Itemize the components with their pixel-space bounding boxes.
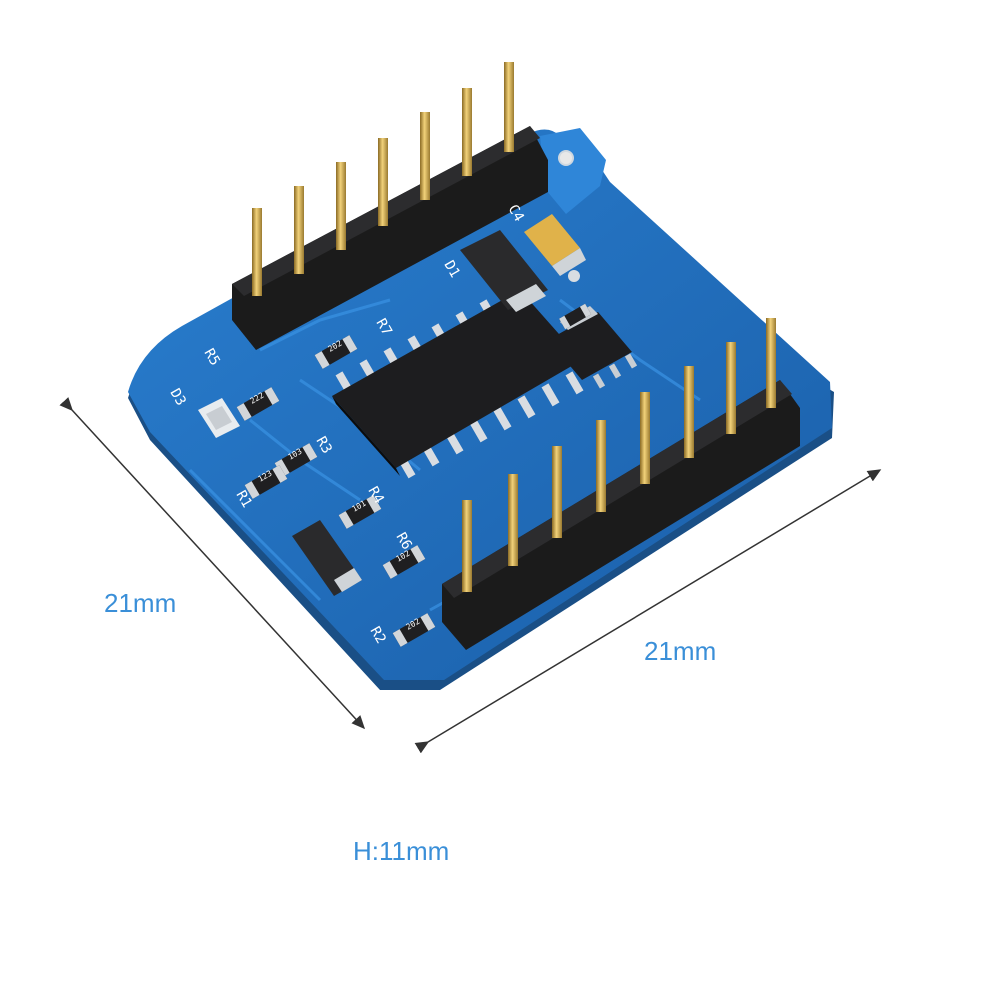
label-d3: D3 — [167, 386, 189, 409]
ic-chip — [332, 287, 584, 479]
label-r3: R3 — [313, 434, 335, 457]
label-r2: R2 — [367, 624, 389, 647]
dimension-label-height: H:11mm — [353, 836, 450, 866]
diode-d1 — [460, 230, 548, 312]
label-r7: R7 — [373, 316, 395, 339]
label-r6: R6 — [393, 530, 415, 553]
label-d1: D1 — [441, 258, 463, 281]
pcb-tab — [540, 128, 606, 214]
pin-header-top — [232, 62, 548, 350]
label-r5: R5 — [201, 346, 223, 369]
diode-d2 — [292, 520, 362, 596]
led-d3 — [198, 398, 240, 438]
dimension-label-left: 21mm — [104, 588, 177, 618]
header-pins-top — [252, 62, 514, 296]
smd-resistors — [236, 303, 592, 647]
silkscreen-labels: D3 R5 R7 D1 C4 R3 R1 R4 R6 R2 — [167, 202, 527, 647]
label-c4: C4 — [505, 202, 527, 225]
dimension-line-left — [59, 397, 366, 730]
capacitor-c4 — [524, 214, 586, 282]
label-r4: R4 — [365, 484, 387, 507]
pin-header-bottom — [442, 318, 800, 650]
dimension-line-right — [414, 469, 882, 754]
label-r1: R1 — [233, 488, 255, 511]
dimension-label-right: 21mm — [644, 636, 717, 666]
mounting-hole — [558, 150, 574, 166]
header-pins-bottom — [462, 318, 776, 592]
